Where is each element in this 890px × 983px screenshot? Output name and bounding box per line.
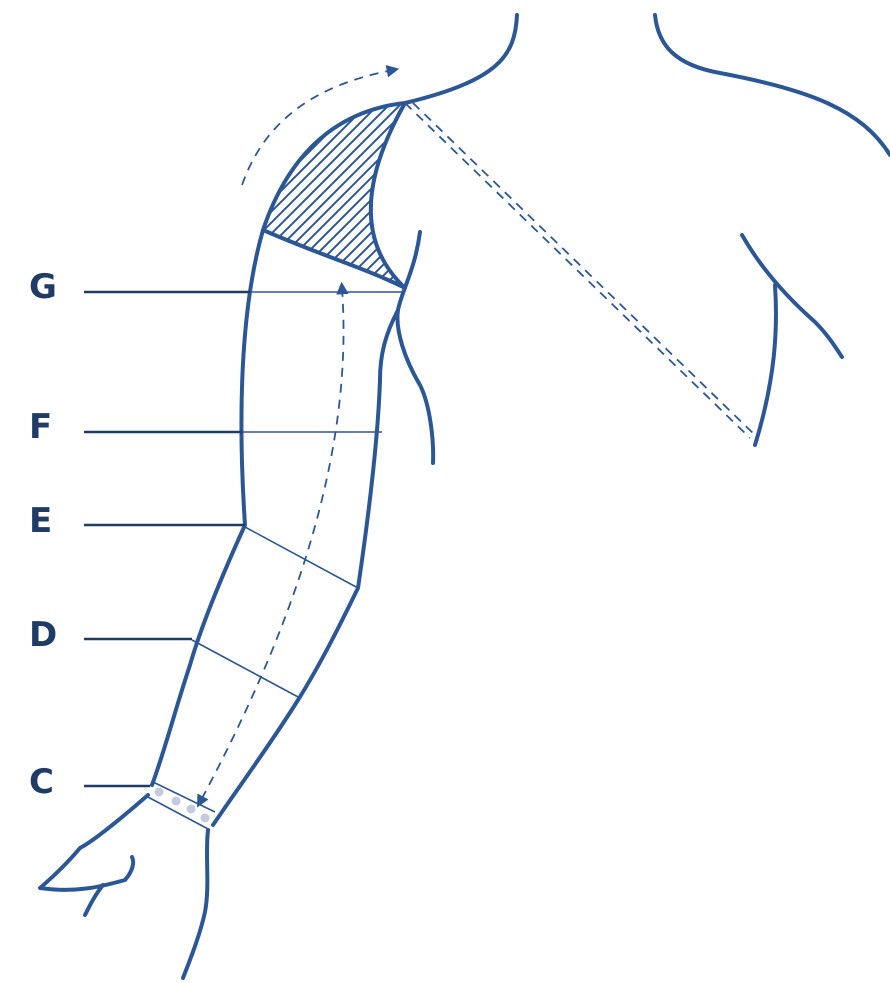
hatch-line <box>51 100 251 300</box>
arm-length-arrow <box>200 288 344 802</box>
hatch-line <box>238 100 438 300</box>
hatch-line <box>0 100 174 300</box>
band-d-line <box>192 640 300 698</box>
breast-outline <box>755 285 776 445</box>
hatch-line <box>62 100 262 300</box>
band-e-line <box>245 527 358 588</box>
hatch-line <box>0 100 141 300</box>
shoulder-to-chest-dashed-line-b <box>413 103 758 438</box>
hatch-line <box>172 100 372 300</box>
hatch-line <box>0 100 185 300</box>
band-c-upper-line <box>153 782 215 812</box>
shoulder-hatched-area <box>0 100 669 300</box>
label-c: C <box>29 762 54 802</box>
hatch-line <box>436 100 636 300</box>
hatch-line <box>249 100 449 300</box>
hatch-line <box>392 100 592 300</box>
hand-outline <box>40 795 148 890</box>
hatch-line <box>370 100 570 300</box>
label-e: E <box>29 501 52 541</box>
hatch-line <box>348 100 548 300</box>
label-f: F <box>29 407 52 447</box>
hatch-line <box>414 100 614 300</box>
hatch-line <box>205 100 405 300</box>
hatch-line <box>40 100 240 300</box>
hatch-line <box>315 100 515 300</box>
hatch-line <box>128 100 328 300</box>
hatch-line <box>0 100 163 300</box>
hatch-line <box>458 100 658 300</box>
hatch-line <box>117 100 317 300</box>
neck-right-shoulder-outline <box>655 15 890 155</box>
hatch-line <box>95 100 295 300</box>
hatch-line <box>139 100 339 300</box>
hatch-line <box>0 100 152 300</box>
hatch-line <box>326 100 526 300</box>
label-d: D <box>29 615 57 655</box>
label-g: G <box>29 267 57 307</box>
neck-left-outline <box>405 15 517 103</box>
hand-lower-outline <box>183 830 208 978</box>
arm-outer-outline <box>152 230 263 785</box>
hatch-line <box>183 100 383 300</box>
hatch-line <box>216 100 416 300</box>
hatch-line <box>0 100 130 300</box>
hatch-line <box>150 100 350 300</box>
hatch-line <box>282 100 482 300</box>
hatch-line <box>29 100 229 300</box>
hatch-line <box>73 100 273 300</box>
armpit-outline <box>397 232 433 463</box>
hatch-line <box>425 100 625 300</box>
hatch-line <box>227 100 427 300</box>
shoulder-to-chest-dashed-line-a <box>405 103 750 438</box>
hatch-line <box>469 100 669 300</box>
hatch-line <box>447 100 647 300</box>
chest-outline <box>742 235 842 357</box>
